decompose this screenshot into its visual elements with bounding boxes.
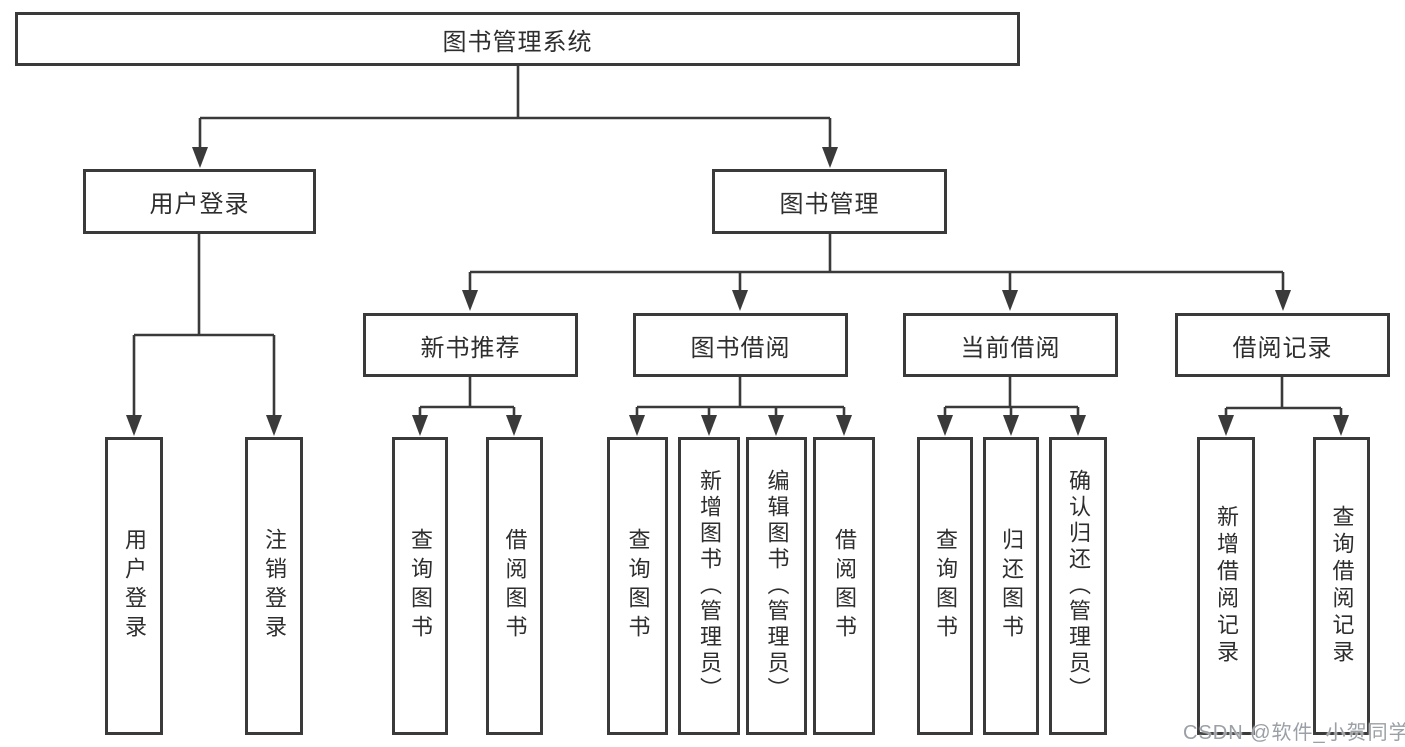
leaf-edit-book-admin: 编辑图书（管理员） — [746, 437, 807, 735]
leaf-label: 新增借阅记录 — [1214, 505, 1239, 667]
leaf-confirm-return-admin: 确认归还（管理员） — [1049, 437, 1107, 735]
node-label: 用户登录 — [149, 191, 250, 218]
leaf-label: 借阅图书 — [832, 528, 857, 644]
node-label: 新书推荐 — [420, 334, 521, 362]
node-borrow-records: 借阅记录 — [1175, 313, 1390, 377]
node-label: 图书借阅 — [690, 334, 791, 362]
leaf-query-book-current: 查询图书 — [917, 437, 973, 735]
leaf-add-book-admin: 新增图书（管理员） — [678, 437, 740, 735]
connector-paths — [132, 66, 1343, 419]
leaf-return-book: 归还图书 — [983, 437, 1039, 735]
node-label: 图书管理系统 — [442, 28, 593, 56]
leaf-borrow-book: 借阅图书 — [813, 437, 875, 735]
leaf-label: 编辑图书（管理员） — [764, 469, 790, 703]
leaf-query-book-borrow: 查询图书 — [607, 437, 668, 735]
leaf-label: 归还图书 — [999, 528, 1024, 644]
leaf-label: 确认归还（管理员） — [1066, 469, 1091, 703]
node-book-management: 图书管理 — [712, 169, 947, 234]
node-label: 图书管理 — [779, 191, 880, 218]
arrowheads — [126, 147, 1349, 436]
leaf-label: 用户登录 — [122, 528, 147, 644]
leaf-label: 新增图书（管理员） — [697, 469, 722, 703]
node-current-borrow: 当前借阅 — [903, 313, 1118, 377]
csdn-watermark: CSDN @软件_小贺同学 — [1183, 722, 1405, 744]
leaf-label: 查询图书 — [625, 528, 651, 644]
leaf-logout: 注销登录 — [245, 437, 303, 735]
node-new-book-recommend: 新书推荐 — [363, 313, 578, 377]
leaf-label: 查询图书 — [408, 528, 433, 644]
node-user-login: 用户登录 — [83, 169, 316, 234]
leaf-label: 查询借阅记录 — [1329, 505, 1355, 667]
leaf-user-login: 用户登录 — [105, 437, 163, 735]
leaf-query-book-recommend: 查询图书 — [392, 437, 448, 735]
leaf-borrow-book-recommend: 借阅图书 — [486, 437, 543, 735]
leaf-label: 注销登录 — [262, 528, 287, 644]
leaf-label: 借阅图书 — [502, 528, 528, 644]
leaf-add-borrow-record: 新增借阅记录 — [1197, 437, 1255, 735]
node-label: 借阅记录 — [1232, 334, 1333, 362]
leaf-label: 查询图书 — [933, 528, 958, 644]
leaf-query-borrow-record: 查询借阅记录 — [1313, 437, 1370, 735]
node-book-borrow: 图书借阅 — [633, 313, 848, 377]
node-library-management-system: 图书管理系统 — [15, 12, 1020, 66]
node-label: 当前借阅 — [960, 334, 1061, 362]
